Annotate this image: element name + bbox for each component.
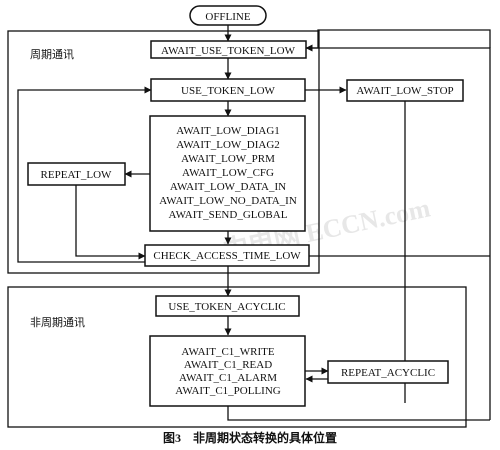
state-acyclic-group: AWAIT_C1_WRITE AWAIT_C1_READ AWAIT_C1_AL… (149, 335, 306, 407)
state-offline: OFFLINE (189, 5, 267, 26)
line-acyclic-exit (227, 406, 490, 421)
low-group-item: AWAIT_SEND_GLOBAL (169, 209, 288, 221)
cyclic-section-label: 周期通讯 (30, 48, 74, 61)
await-low-stop-box (346, 79, 464, 102)
offline-label: OFFLINE (205, 11, 251, 23)
cyclic-section-frame (7, 30, 320, 274)
acyclic-section-frame (7, 286, 467, 428)
arrow-check-access-to-use-token-low (17, 86, 152, 263)
offline-box (189, 5, 267, 26)
state-low-group: AWAIT_LOW_DIAG1 AWAIT_LOW_DIAG2 AWAIT_LO… (149, 115, 306, 232)
check-access-time-low-label: CHECK_ACCESS_TIME_LOW (153, 250, 301, 262)
acyclic-group-item: AWAIT_C1_POLLING (175, 385, 280, 397)
state-repeat-acyclic: REPEAT_ACYCLIC (327, 360, 449, 384)
arrow-repeat-low-to-check-access (75, 185, 146, 260)
repeat-low-box (27, 162, 126, 186)
low-group-item: AWAIT_LOW_DIAG1 (176, 125, 280, 137)
await-low-stop-label: AWAIT_LOW_STOP (356, 85, 453, 97)
use-token-acyclic-label: USE_TOKEN_ACYCLIC (168, 301, 285, 313)
acyclic-section-label: 非周期通讯 (30, 316, 85, 329)
repeat-acyclic-label: REPEAT_ACYCLIC (341, 367, 435, 379)
state-use-token-acyclic: USE_TOKEN_ACYCLIC (155, 295, 300, 317)
use-token-acyclic-box (155, 295, 300, 317)
acyclic-group-item: AWAIT_C1_ALARM (179, 372, 277, 384)
await-use-token-low-label: AWAIT_USE_TOKEN_LOW (161, 45, 296, 57)
use-token-low-box (150, 78, 306, 102)
low-group-item: AWAIT_LOW_NO_DATA_IN (159, 195, 297, 207)
acyclic-group-item: AWAIT_C1_READ (184, 359, 272, 371)
state-await-use-token-low: AWAIT_USE_TOKEN_LOW (150, 40, 307, 59)
check-access-time-low-box (144, 244, 310, 267)
acyclic-group-item: AWAIT_C1_WRITE (181, 346, 274, 358)
low-group-item: AWAIT_LOW_CFG (182, 167, 274, 179)
repeat-low-label: REPEAT_LOW (41, 169, 113, 181)
repeat-acyclic-box (327, 360, 449, 384)
use-token-low-label: USE_TOKEN_LOW (181, 85, 276, 97)
low-group-item: AWAIT_LOW_PRM (181, 153, 275, 165)
state-repeat-low: REPEAT_LOW (27, 162, 126, 186)
low-group-item: AWAIT_LOW_DIAG2 (176, 139, 280, 151)
figure-caption: 图3 非周期状态转换的具体位置 (163, 430, 337, 445)
line-top-loop (305, 29, 491, 49)
low-group-box (149, 115, 306, 232)
low-group-item: AWAIT_LOW_DATA_IN (170, 181, 286, 193)
state-await-low-stop: AWAIT_LOW_STOP (346, 79, 464, 102)
state-check-access-time-low: CHECK_ACCESS_TIME_LOW (144, 244, 310, 267)
acyclic-group-box (149, 335, 306, 407)
await-use-token-low-box (150, 40, 307, 59)
state-use-token-low: USE_TOKEN_LOW (150, 78, 306, 102)
transition-arrows (17, 25, 491, 421)
